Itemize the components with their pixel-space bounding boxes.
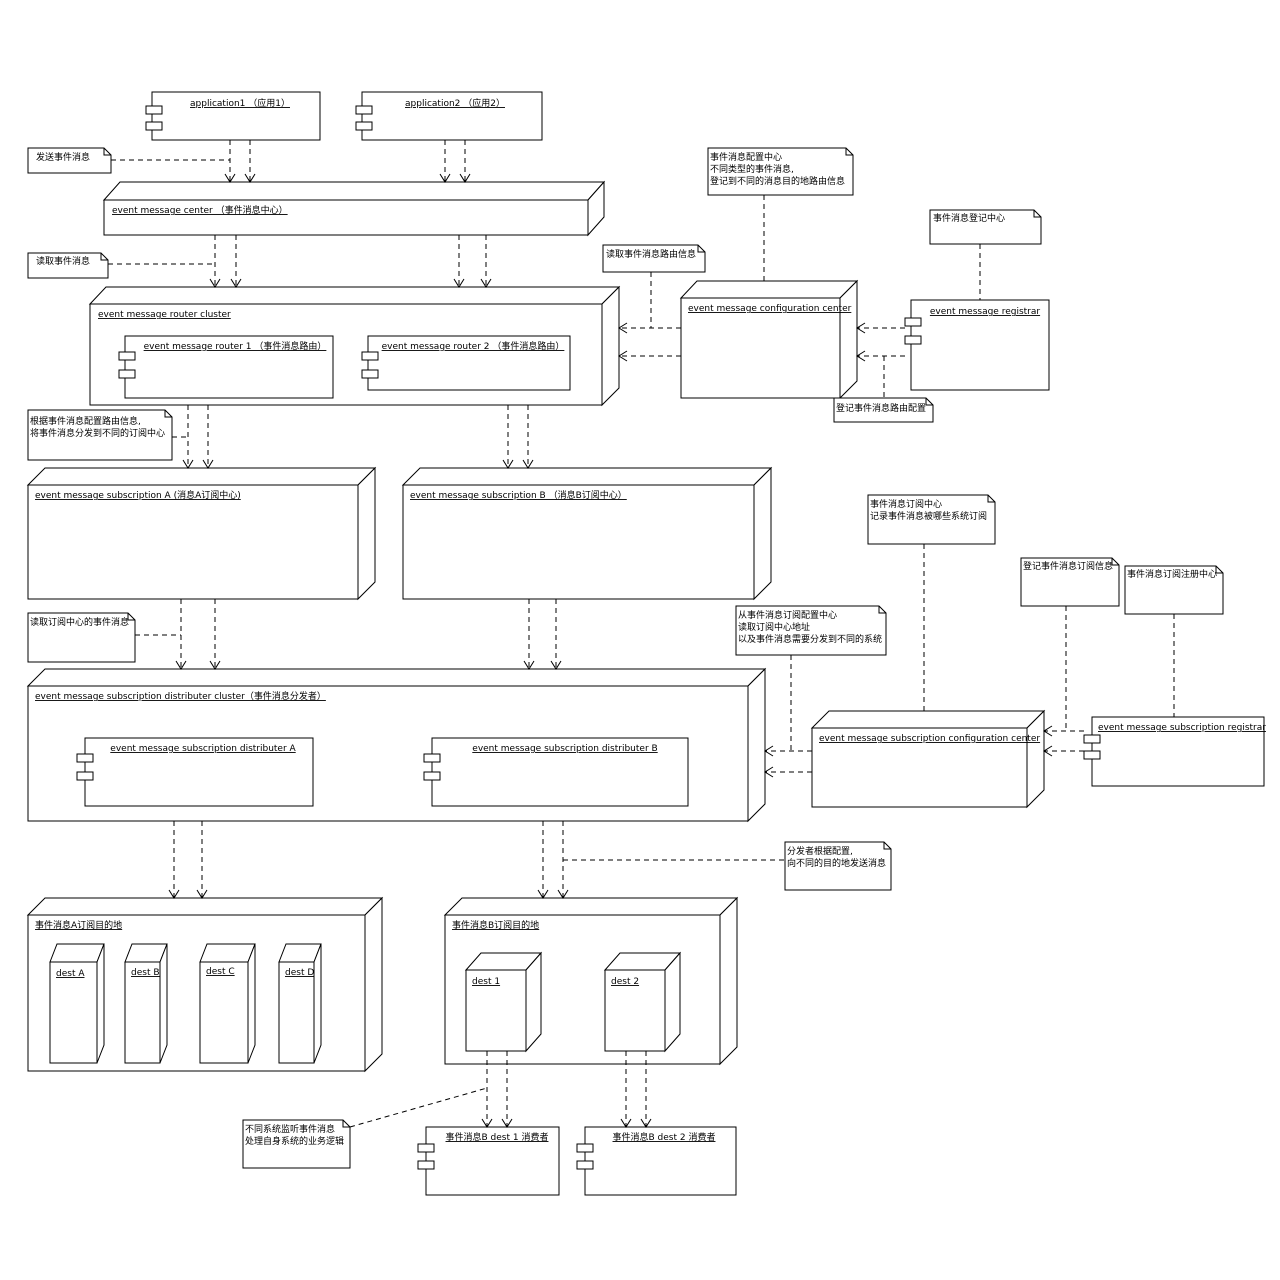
component-router-1[interactable]: event message router 1 （事件消息路由）: [118, 335, 334, 399]
node-configuration-center[interactable]: event message configuration center: [679, 279, 859, 400]
note-send: 发送事件消息: [27, 147, 112, 174]
note-text: 不同类型的事件消息,: [710, 163, 794, 175]
note-text: 读取订阅中心地址: [738, 621, 810, 633]
note-text: 从事件消息订阅配置中心: [738, 609, 837, 621]
connectors: [108, 140, 1175, 1128]
component-distributer-a[interactable]: event message subscription distributer A: [76, 737, 314, 807]
component-label: event message router 1 （事件消息路由）: [144, 340, 327, 352]
component-application1[interactable]: application1 （应用1）: [145, 91, 321, 141]
component-label: event message registrar: [930, 307, 1040, 317]
note-text: 根据事件消息配置路由信息,: [30, 415, 141, 427]
node-label: event message subscription B （消息B订阅中心）: [410, 489, 627, 501]
node-label: dest 1: [472, 977, 500, 987]
node-label: dest B: [131, 968, 160, 978]
note-text: 读取事件消息路由信息: [606, 248, 696, 260]
note-registry-center: 事件消息登记中心: [929, 209, 1042, 245]
node-label: event message router cluster: [98, 310, 231, 320]
node-label: dest D: [285, 968, 314, 978]
component-distributer-b[interactable]: event message subscription distributer B: [423, 737, 689, 807]
node-label: dest C: [206, 967, 235, 977]
node-label: event message subscription A (消息A订阅中心): [35, 489, 241, 501]
node-subscription-b[interactable]: event message subscription B （消息B订阅中心）: [401, 466, 773, 601]
component-registrar[interactable]: event message registrar: [904, 299, 1050, 391]
note-text: 处理自身系统的业务逻辑: [245, 1135, 344, 1147]
note-text: 登记事件消息路由配置: [836, 402, 926, 414]
note-text: 事件消息登记中心: [933, 212, 1005, 224]
note-text: 读取事件消息: [36, 255, 90, 267]
note-text: 记录事件消息被哪些系统订阅: [870, 510, 987, 522]
note-read-routing: 读取事件消息路由信息: [602, 244, 706, 273]
component-label: 事件消息B dest 1 消费者: [446, 1131, 549, 1143]
note-from-subscription-config: 从事件消息订阅配置中心 读取订阅中心地址 以及事件消息需要分发到不同的系统: [735, 605, 887, 656]
node-label: 事件消息A订阅目的地: [35, 919, 122, 931]
component-consumer-2[interactable]: 事件消息B dest 2 消费者: [576, 1126, 737, 1196]
component-label: 事件消息B dest 2 消费者: [613, 1131, 716, 1143]
node-dest-d[interactable]: dest D: [278, 943, 322, 1064]
component-label: event message router 2 （事件消息路由）: [382, 340, 565, 352]
node-label: event message configuration center: [688, 304, 852, 314]
note-register-subscription: 登记事件消息订阅信息: [1020, 557, 1120, 607]
component-subscription-registrar[interactable]: event message subscription registrar: [1083, 716, 1266, 787]
component-consumer-1[interactable]: 事件消息B dest 1 消费者: [417, 1126, 560, 1196]
note-text: 将事件消息分发到不同的订阅中心: [30, 427, 165, 439]
node-label: 事件消息B订阅目的地: [452, 919, 539, 931]
note-text: 登记事件消息订阅信息: [1023, 560, 1113, 572]
note-text: 分发者根据配置,: [787, 845, 853, 857]
note-text: 向不同的目的地发送消息: [787, 857, 886, 869]
note-text: 读取订阅中心的事件消息: [30, 616, 129, 628]
component-router-2[interactable]: event message router 2 （事件消息路由）: [361, 335, 571, 391]
node-label: event message center （事件消息中心）: [112, 204, 288, 216]
note-text: 事件消息订阅中心: [870, 498, 942, 510]
component-label: application1 （应用1）: [190, 97, 290, 109]
node-dest-1[interactable]: dest 1: [464, 951, 543, 1053]
note-config-center: 事件消息配置中心 不同类型的事件消息, 登记到不同的消息目的地路由信息: [707, 147, 854, 196]
component-label: application2 （应用2）: [405, 97, 505, 109]
node-label: event message subscription configuration…: [819, 734, 1040, 744]
note-read-subscription: 读取订阅中心的事件消息: [27, 612, 136, 663]
node-subscription-configuration-center[interactable]: event message subscription configuration…: [810, 709, 1046, 809]
node-subscription-a[interactable]: event message subscription A (消息A订阅中心): [26, 466, 377, 601]
note-text: 发送事件消息: [36, 151, 90, 163]
note-distributor: 分发者根据配置, 向不同的目的地发送消息: [784, 841, 892, 891]
node-event-message-center[interactable]: event message center （事件消息中心）: [102, 180, 606, 237]
note-text: 以及事件消息需要分发到不同的系统: [738, 633, 882, 645]
note-read: 读取事件消息: [27, 252, 109, 279]
note-text: 不同系统监听事件消息: [245, 1123, 335, 1135]
note-subscription-registry-center: 事件消息订阅注册中心: [1124, 565, 1224, 615]
component-application2[interactable]: application2 （应用2）: [355, 91, 543, 141]
node-dest-a[interactable]: dest A: [49, 943, 105, 1064]
node-label: dest A: [56, 969, 85, 979]
note-register-routing: 登记事件消息路由配置: [833, 397, 934, 423]
component-label: event message subscription distributer B: [472, 744, 657, 754]
note-text: 事件消息配置中心: [710, 151, 782, 163]
node-dest-2[interactable]: dest 2: [603, 951, 682, 1053]
component-label: event message subscription registrar: [1098, 723, 1266, 733]
node-dest-c[interactable]: dest C: [199, 943, 256, 1064]
node-label: event message subscription distributer c…: [35, 690, 326, 702]
note-text: 登记到不同的消息目的地路由信息: [710, 175, 845, 187]
note-subscription-center: 事件消息订阅中心 记录事件消息被哪些系统订阅: [867, 494, 996, 545]
note-text: 事件消息订阅注册中心: [1127, 568, 1217, 580]
note-dispatch: 根据事件消息配置路由信息, 将事件消息分发到不同的订阅中心: [27, 409, 173, 461]
node-dest-b[interactable]: dest B: [124, 943, 168, 1064]
component-label: event message subscription distributer A: [110, 744, 296, 754]
note-listen: 不同系统监听事件消息 处理自身系统的业务逻辑: [242, 1119, 351, 1169]
node-label: dest 2: [611, 977, 639, 987]
